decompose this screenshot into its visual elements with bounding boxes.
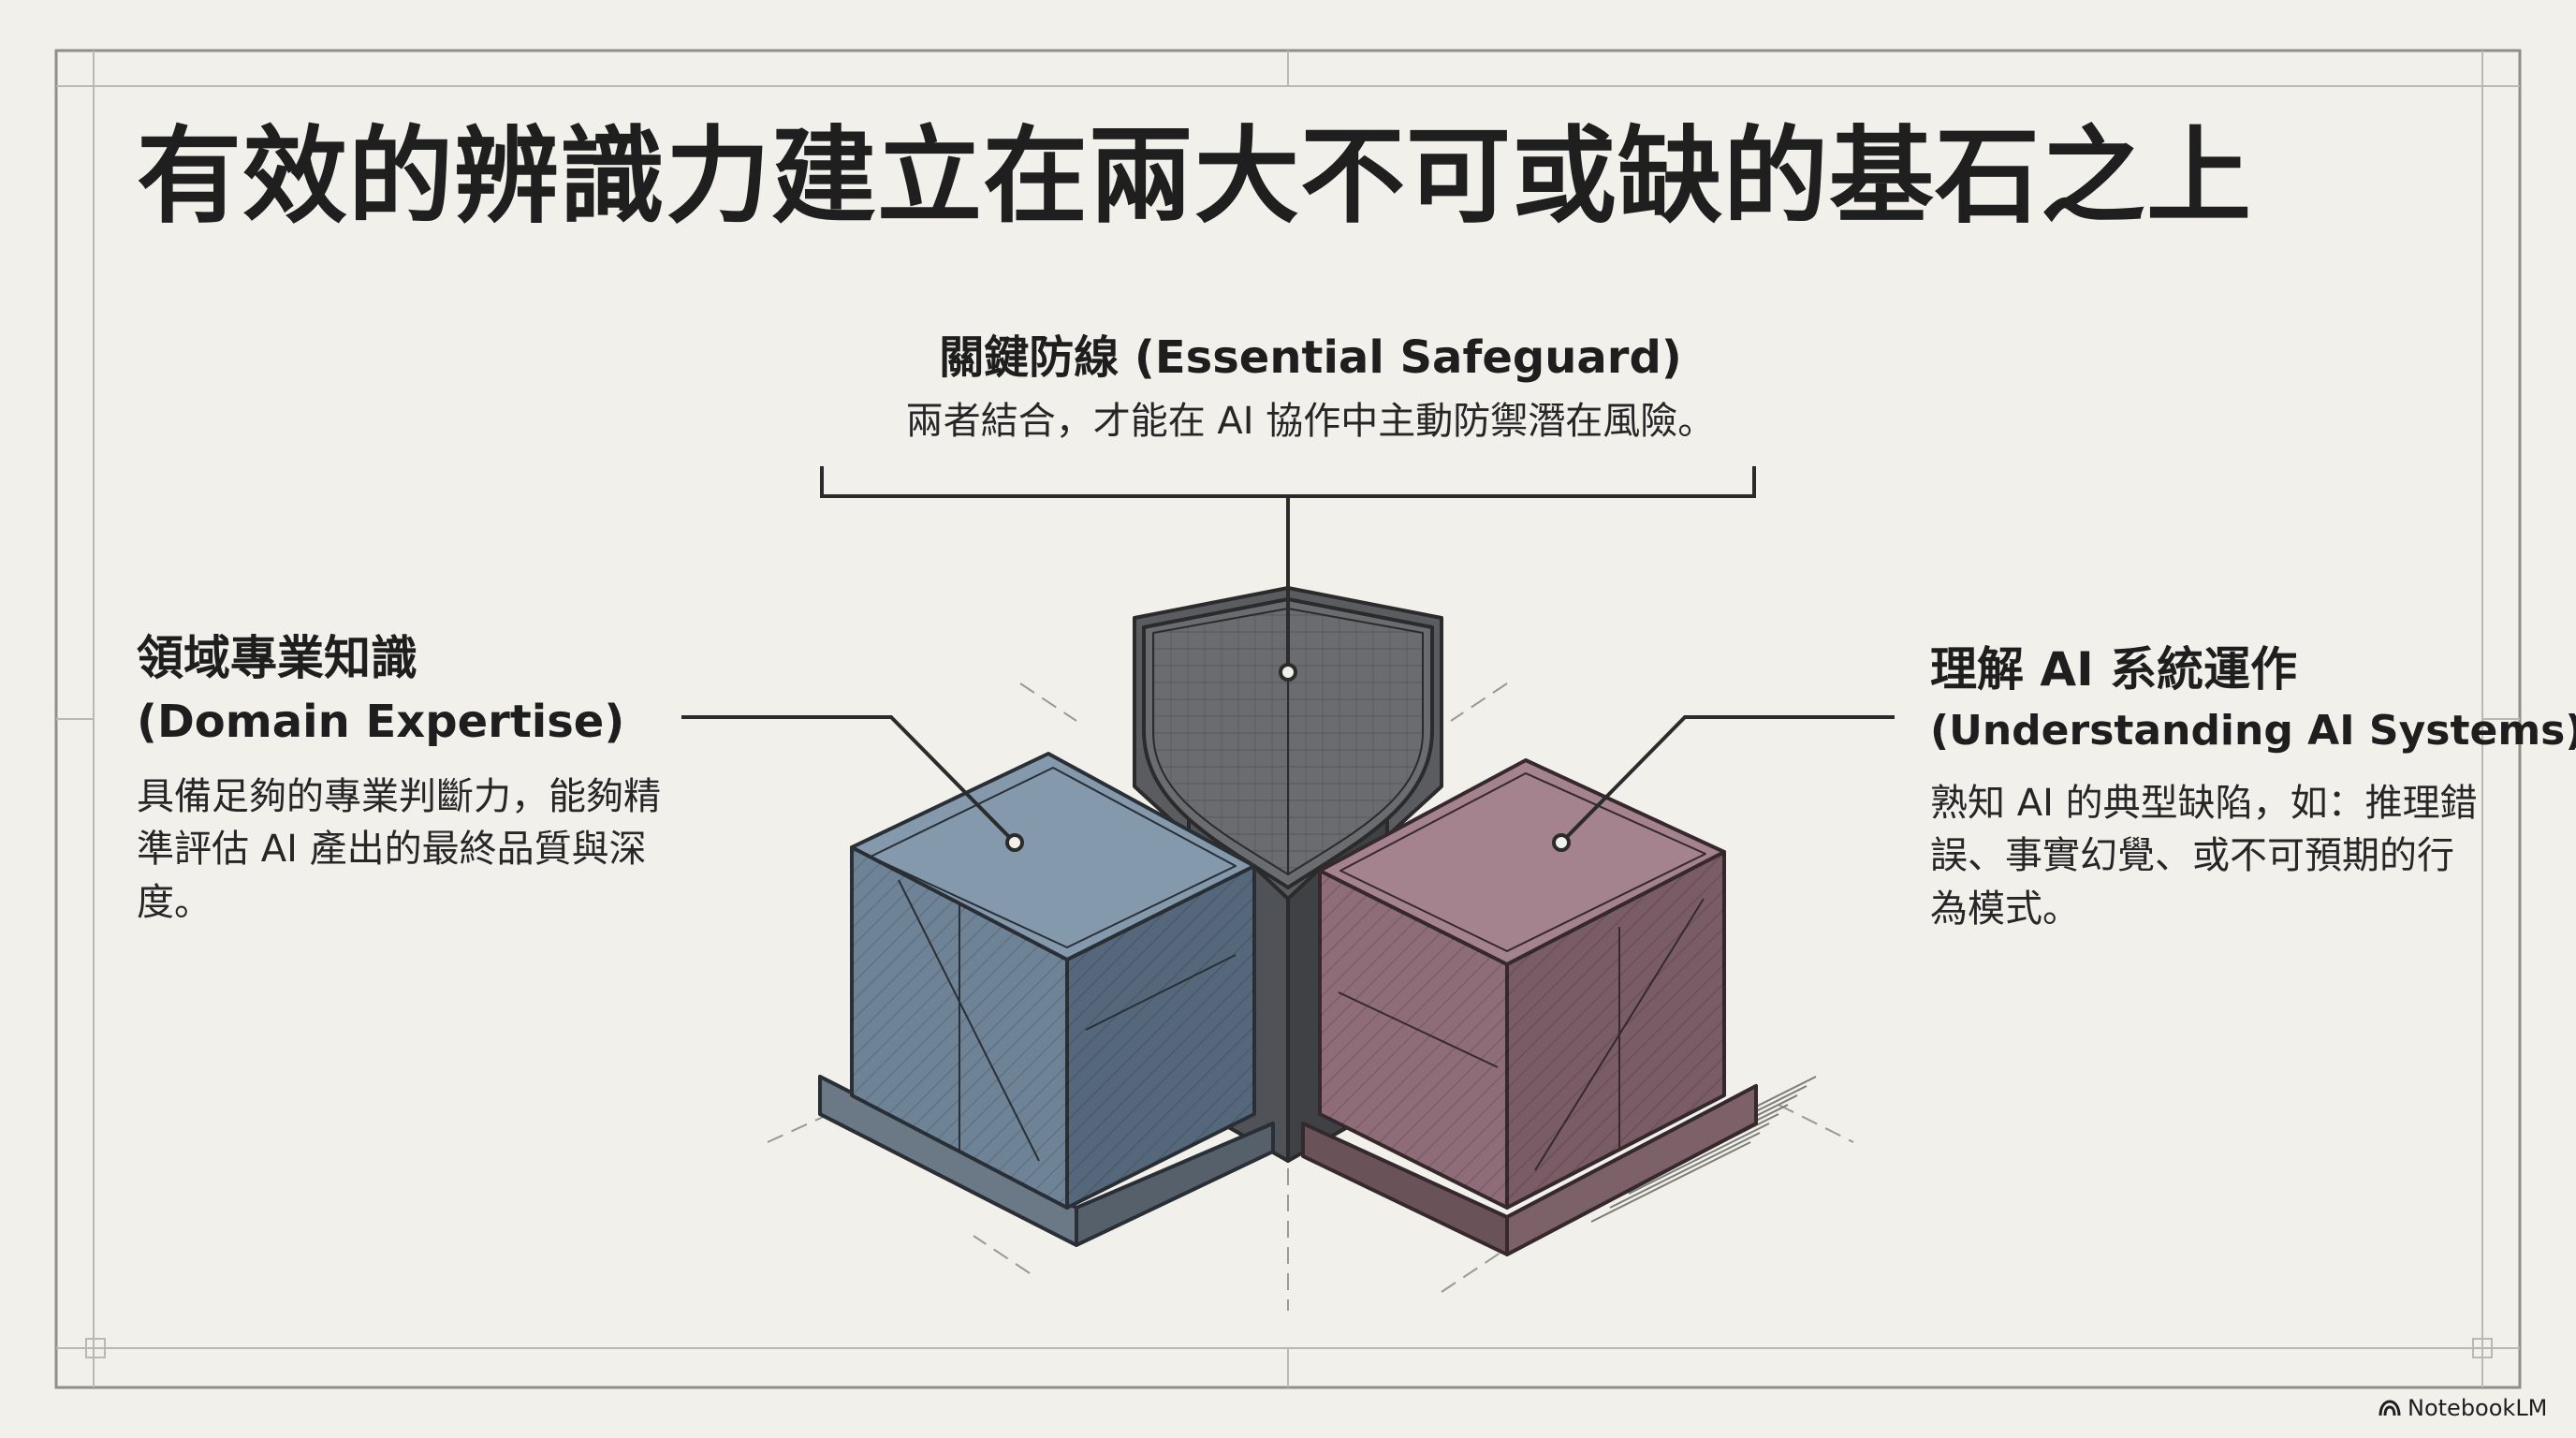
left-heading: 領域專業知識 [137,631,417,685]
left-cube-icon [818,752,1275,1247]
left-description: 具備足夠的專業判斷力，能夠精準評估 AI 產出的最終品質與深度。 [137,774,661,925]
right-cube-icon [1301,758,1758,1256]
center-description: 兩者結合，才能在 AI 協作中主動防禦潛在風險。 [905,400,1716,443]
right-subheading: (Understanding AI Systems) [1930,706,2576,755]
page-title: 有效的辨識力建立在兩大不可或缺的基石之上 [137,116,2252,238]
notebooklm-logo-icon [2378,1400,2401,1416]
right-description: 熟知 AI 的典型缺陷，如：推理錯誤、事實幻覺、或不可預期的行為模式。 [1930,781,2478,932]
left-subheading: (Domain Expertise) [137,695,625,748]
brand-label: NotebookLM [2408,1395,2548,1421]
brand-watermark: NotebookLM [2378,1395,2547,1421]
left-callout: 領域專業知識 (Domain Expertise) 具備足夠的專業判斷力，能夠精… [137,629,698,930]
center-heading: 關鍵防線 (Essential Safeguard) [939,331,1682,384]
center-callout: 關鍵防線 (Essential Safeguard) 兩者結合，才能在 AI 協… [842,330,1778,448]
right-callout: 理解 AI 系統運作 (Understanding AI Systems) 熟知… [1930,640,2576,936]
right-heading: 理解 AI 系統運作 [1930,642,2298,697]
